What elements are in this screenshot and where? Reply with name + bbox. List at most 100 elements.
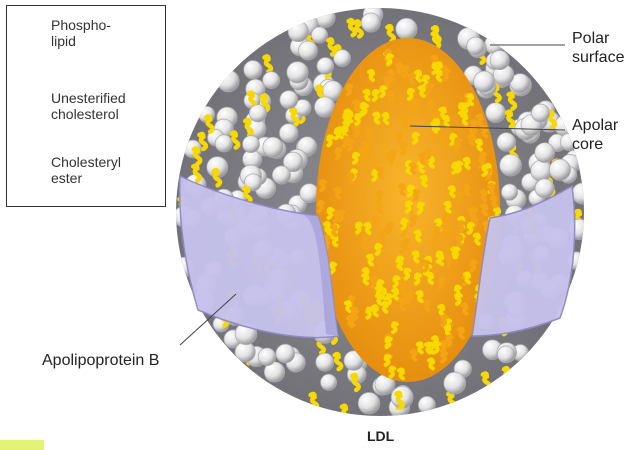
core-ester-molecule — [362, 104, 366, 113]
core-ester-molecule — [412, 216, 416, 225]
core-ester-molecule — [391, 368, 395, 377]
phospholipid-head — [311, 27, 327, 43]
core-ester-molecule — [472, 261, 476, 270]
phospholipid-head — [361, 13, 380, 32]
phospholipid-head — [244, 60, 262, 78]
core-ester-molecule — [468, 95, 472, 104]
phospholipid-head — [501, 184, 517, 200]
core-ester-molecule — [409, 186, 413, 195]
core-ester-molecule — [456, 139, 460, 148]
core-ester-molecule — [418, 343, 422, 352]
core-ester-molecule — [458, 193, 462, 202]
core-ester-molecule — [336, 129, 340, 138]
core-ester-molecule — [435, 343, 439, 352]
core-ester-molecule — [472, 209, 476, 218]
core-ester-molecule — [482, 205, 486, 214]
core-ester-molecule — [439, 306, 443, 315]
core-ester-molecule — [450, 187, 454, 196]
core-ester-molecule — [356, 126, 360, 135]
core-ester-molecule — [434, 120, 438, 129]
core-ester-molecule — [364, 269, 368, 278]
core-ester-molecule — [382, 230, 386, 239]
phospholipid-head — [321, 374, 337, 390]
core-ester-molecule — [443, 316, 447, 325]
core-ester-molecule — [409, 90, 413, 99]
phospholipid-head — [258, 348, 276, 366]
core-ester-molecule — [404, 67, 408, 76]
core-ester-molecule — [477, 140, 481, 149]
core-ester-molecule — [445, 70, 449, 79]
core-ester-molecule — [435, 228, 439, 237]
core-ester-molecule — [469, 224, 473, 233]
core-ester-molecule — [460, 104, 464, 113]
core-ester-molecule — [462, 304, 466, 313]
phospholipid-head — [486, 103, 506, 123]
surface-cholesterol — [504, 368, 511, 383]
core-ester-molecule — [402, 144, 406, 153]
core-ester-molecule — [389, 71, 393, 80]
core-ester-molecule — [416, 71, 420, 80]
core-ester-molecule — [364, 143, 368, 152]
core-ester-molecule — [332, 236, 336, 245]
core-ester-molecule — [383, 114, 387, 123]
core-ester-molecule — [348, 317, 352, 326]
core-ester-molecule — [373, 306, 377, 315]
phospholipid-head — [498, 346, 515, 363]
core-ester-molecule — [388, 223, 392, 232]
core-ester-molecule — [373, 159, 377, 168]
phospholipid-head — [572, 183, 593, 204]
phospholipid-head — [263, 72, 280, 89]
core-ester-molecule — [403, 220, 407, 229]
core-ester-molecule — [399, 369, 403, 378]
core-ester-molecule — [445, 212, 449, 221]
core-ester-molecule — [428, 274, 432, 283]
phospholipid-head — [474, 71, 495, 92]
core-ester-molecule — [481, 153, 485, 162]
phospholipid-head — [243, 136, 260, 153]
core-ester-molecule — [365, 91, 369, 100]
core-ester-molecule — [387, 338, 391, 347]
core-ester-molecule — [359, 162, 363, 171]
core-ester-molecule — [427, 149, 431, 158]
core-ester-molecule — [407, 202, 411, 211]
core-ester-molecule — [453, 164, 457, 173]
core-ester-molecule — [465, 273, 469, 282]
core-ester-molecule — [337, 149, 341, 158]
core-ester-molecule — [429, 359, 433, 368]
core-ester-molecule — [374, 171, 378, 180]
core-ester-molecule — [335, 189, 339, 198]
phospholipid-head — [280, 91, 298, 109]
core-ester-molecule — [385, 78, 389, 87]
core-ester-molecule — [434, 64, 438, 73]
core-ester-molecule — [420, 154, 424, 163]
core-ester-molecule — [452, 248, 456, 257]
core-ester-molecule — [367, 309, 371, 318]
core-ester-molecule — [391, 151, 395, 160]
core-ester-molecule — [400, 185, 404, 194]
core-ester-molecule — [442, 342, 446, 351]
core-ester-molecule — [443, 246, 447, 255]
core-ester-molecule — [459, 328, 463, 337]
core-ester-molecule — [388, 295, 392, 304]
callout-polar-surface: Polar surface — [572, 29, 624, 67]
surface-cholesterol — [342, 406, 349, 421]
core-ester-molecule — [415, 191, 419, 200]
phospholipid-head — [535, 179, 554, 198]
core-ester-molecule — [401, 283, 405, 292]
core-ester-molecule — [366, 130, 370, 139]
phospholipid-head — [249, 105, 266, 122]
phospholipid-head — [287, 62, 308, 83]
core-ester-molecule — [335, 212, 339, 221]
core-ester-molecule — [331, 263, 335, 272]
surface-cholesterol — [448, 393, 455, 408]
core-ester-molecule — [427, 85, 431, 94]
core-ester-molecule — [412, 351, 416, 360]
core-ester-molecule — [465, 186, 469, 195]
corner-color-swatch — [0, 440, 44, 450]
core-ester-molecule — [369, 71, 373, 80]
core-ester-molecule — [457, 295, 461, 304]
phospholipid-head — [316, 353, 334, 371]
core-ester-molecule — [344, 114, 348, 123]
phospholipid-head — [317, 58, 334, 75]
core-ester-molecule — [410, 75, 414, 84]
